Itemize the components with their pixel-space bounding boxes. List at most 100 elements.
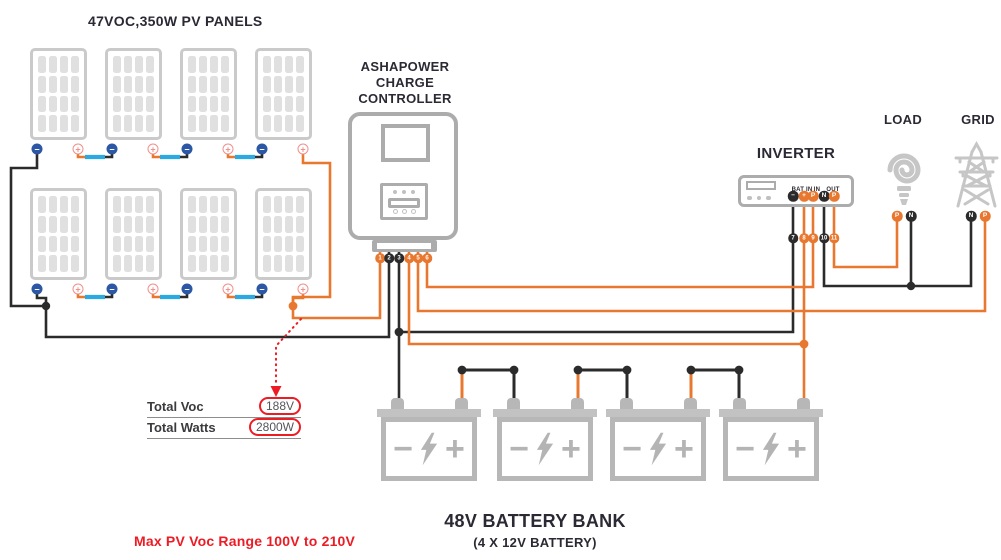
inverter-terminal: P [807, 190, 819, 202]
pv-cell [296, 215, 304, 233]
pv-cell [285, 95, 293, 113]
load-terminal-P: P [891, 210, 903, 222]
total-voc-label: Total Voc [147, 398, 204, 414]
pv-cell [221, 196, 229, 213]
pv-cell [146, 196, 154, 213]
pv-negative-terminal: − [31, 283, 43, 295]
battery-lid [719, 409, 823, 417]
pv-cell [71, 95, 79, 113]
battery-positive-post [455, 398, 468, 412]
controller-title: ASHAPOWER CHARGE CONTROLLER [329, 59, 481, 107]
inverter-connector-7: 7 [788, 233, 798, 243]
charge-controller [348, 112, 458, 240]
inverter-port-label-in: IN [813, 187, 821, 193]
battery-negative-post [733, 398, 746, 412]
voc-pointer-arrowhead [270, 386, 282, 397]
pv-panel [105, 188, 162, 280]
pv-cell [38, 75, 46, 93]
pv-cell [296, 255, 304, 272]
inverter-indicator-dots [747, 195, 771, 200]
pv-negative-terminal: − [106, 143, 118, 155]
pv-cell [199, 255, 207, 272]
pv-cell [199, 56, 207, 73]
pv-cell [296, 235, 304, 253]
pv-cell [296, 56, 304, 73]
pv-cell [274, 115, 282, 132]
battery-positive-post [684, 398, 697, 412]
pv-negative-terminal: − [181, 283, 193, 295]
pv-cell [135, 95, 143, 113]
pv-cell [263, 95, 271, 113]
pv-cell [113, 255, 121, 272]
pv-positive-terminal: + [147, 283, 159, 295]
pv-cell [38, 235, 46, 253]
pv-cell [263, 75, 271, 93]
pv-panel [30, 188, 87, 280]
battery-bank-title: 48V BATTERY BANK [444, 511, 626, 531]
pv-cell [49, 75, 57, 93]
pv-cell [210, 235, 218, 253]
pv-cell [60, 95, 68, 113]
pv-cell [38, 95, 46, 113]
pv-cell [221, 255, 229, 272]
battery-body: − + [723, 417, 819, 481]
pv-cell [210, 196, 218, 213]
pv-cell [60, 255, 68, 272]
voc-pointer-line [275, 318, 302, 387]
battery: − + [493, 398, 597, 481]
pv-cell [135, 115, 143, 132]
pv-cell [71, 196, 79, 213]
pv-cell [113, 56, 121, 73]
pv-cell [124, 95, 132, 113]
pv-cell [274, 56, 282, 73]
pv-cell [113, 215, 121, 233]
pv-cell [263, 215, 271, 233]
pv-cell [71, 235, 79, 253]
pv-negative-terminal: − [256, 283, 268, 295]
pv-cell [188, 215, 196, 233]
pv-negative-terminal: − [256, 143, 268, 155]
inverter-connector-8: 8 [799, 233, 809, 243]
pv-cell [60, 215, 68, 233]
pv-cell [60, 196, 68, 213]
pv-cell [188, 115, 196, 132]
pv-positive-terminal: + [72, 283, 84, 295]
pv-cell [296, 75, 304, 93]
pv-positive-terminal: + [222, 143, 234, 155]
pv-cell [296, 95, 304, 113]
pv-cell [199, 115, 207, 132]
total-voc-row: Total Voc 188V [147, 397, 301, 418]
pv-cell [135, 75, 143, 93]
inverter-connector-11: 11 [829, 233, 839, 243]
pv-cell [199, 196, 207, 213]
battery-positive-post [571, 398, 584, 412]
controller-buttons [383, 209, 425, 214]
pv-cell [263, 56, 271, 73]
pv-cell [124, 215, 132, 233]
pv-cell [49, 95, 57, 113]
pv-positive-terminal: + [222, 283, 234, 295]
pv-cell [124, 115, 132, 132]
pv-cell [221, 95, 229, 113]
pv-negative-terminal: − [31, 143, 43, 155]
controller-terminal-3: 3 [394, 253, 404, 263]
inverter-terminal: + [798, 190, 810, 202]
pv-cell [296, 115, 304, 132]
battery: − + [719, 398, 823, 481]
battery: − + [377, 398, 481, 481]
pv-cell [71, 75, 79, 93]
inverter-connector-10: 10 [819, 233, 829, 243]
pv-cell [38, 56, 46, 73]
battery-body: − + [610, 417, 706, 481]
pv-cell [49, 255, 57, 272]
pv-cell [210, 75, 218, 93]
pv-cell [113, 75, 121, 93]
pv-cell [199, 215, 207, 233]
battery-bolt-icon [762, 432, 780, 466]
controller-terminal-5: 5 [413, 253, 423, 263]
pv-cell [210, 95, 218, 113]
pv-cell [124, 56, 132, 73]
pv-cell [49, 235, 57, 253]
